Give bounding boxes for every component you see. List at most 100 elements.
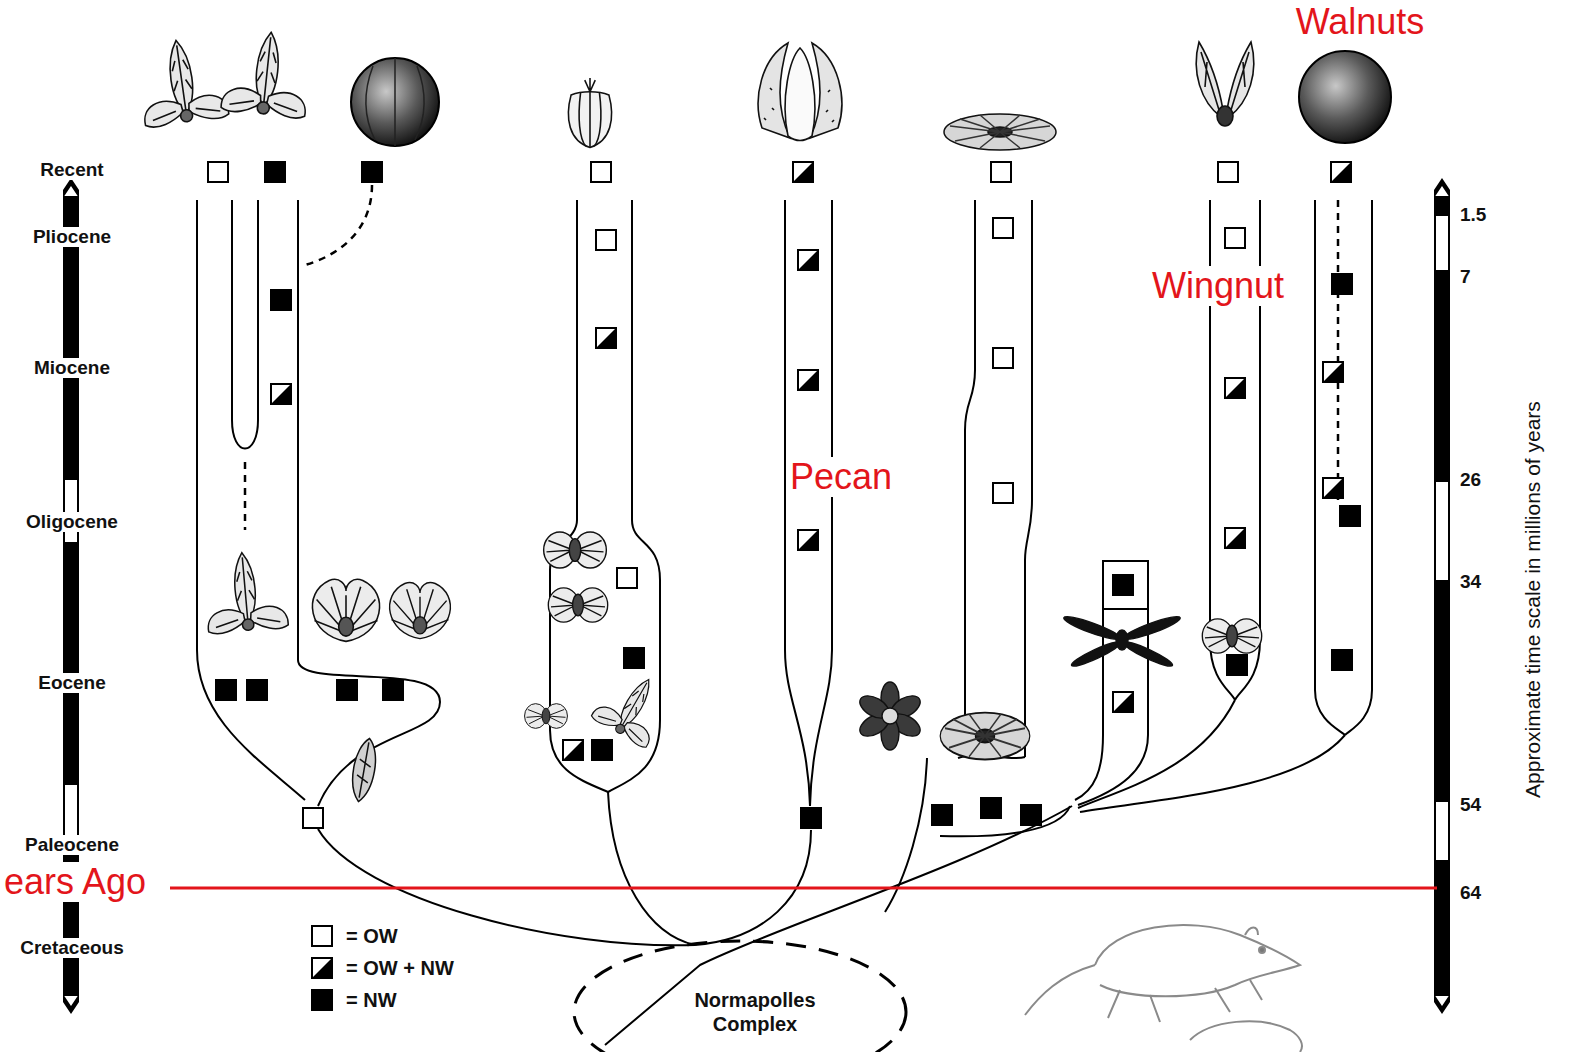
legend-swatch xyxy=(311,989,333,1011)
occurrence-square-part xyxy=(1113,575,1133,595)
uncertain-lineage-part xyxy=(244,462,247,530)
legend-swatch xyxy=(311,925,333,947)
occurrence-square-part xyxy=(1332,274,1352,294)
epoch-label-holder: Paleocene xyxy=(23,835,121,856)
occurrence-square-part xyxy=(991,162,1011,182)
tree-branch-part xyxy=(940,806,1070,836)
time-marker-label: ears Ago xyxy=(4,862,146,902)
group-label: Pecan xyxy=(790,457,892,497)
uncertain-lineage-part xyxy=(305,185,372,265)
legend-row: = NW xyxy=(311,989,397,1012)
occurrence-square-part xyxy=(932,805,952,825)
occurrence-square-part xyxy=(1225,528,1245,548)
time-marker-label-holder: ears Ago xyxy=(2,862,148,902)
axis-title: Approximate time scale in millions of ye… xyxy=(1520,402,1543,799)
tree-branch-part xyxy=(810,200,832,806)
fruit-drawing-part xyxy=(1062,613,1182,669)
occurrence-square-part xyxy=(798,530,818,550)
age-number-holder: 34 xyxy=(1460,572,1481,593)
fruit-drawing-part xyxy=(134,35,229,129)
fruit-drawing-part xyxy=(390,582,451,638)
swatch-half xyxy=(312,958,332,978)
time-scale-bar-part xyxy=(1436,802,1448,860)
occurrence-square-part xyxy=(591,162,611,182)
occurrence-square-part xyxy=(798,250,818,270)
group-label: Walnuts xyxy=(1296,2,1425,42)
epoch-label-holder: Recent xyxy=(38,160,105,181)
fruit-drawing-part xyxy=(544,532,607,568)
fruit-drawing-part xyxy=(525,704,568,729)
occurrence-square-part xyxy=(793,162,813,182)
occurrence-square-part xyxy=(563,740,583,760)
epoch-label: Paleocene xyxy=(25,835,119,856)
occurrence-square xyxy=(208,162,1360,828)
legend-row: = OW xyxy=(311,925,398,948)
fruit-drawing-part xyxy=(351,58,439,146)
occurrence-square-part xyxy=(993,218,1013,238)
occurrence-square-part xyxy=(592,740,612,760)
shrew-sketch-part xyxy=(1108,980,1262,1022)
occurrence-square-part xyxy=(993,348,1013,368)
fruit-drawing-part xyxy=(548,588,607,622)
epoch-label: Pliocene xyxy=(33,227,111,248)
epoch-label-holder: Oligocene xyxy=(24,512,120,533)
fruit-drawing-part xyxy=(1299,51,1391,143)
epoch-label: Miocene xyxy=(34,358,110,379)
occurrence-square-part xyxy=(303,808,323,828)
epoch-label: Recent xyxy=(40,160,103,181)
axis-title-holder: Approximate time scale in millions of ye… xyxy=(1520,402,1543,799)
occurrence-square-part xyxy=(596,328,616,348)
shrew-sketch xyxy=(1025,925,1302,1052)
fruit-drawing-part xyxy=(940,713,1030,760)
tree-branch-part xyxy=(785,200,810,806)
fruit-drawing-part xyxy=(202,549,289,634)
occurrence-square-part xyxy=(1340,506,1360,526)
uncertain-lineage xyxy=(245,185,1338,530)
age-number: 34 xyxy=(1460,572,1481,593)
epoch-label-holder: Miocene xyxy=(32,358,112,379)
tree-branch-part xyxy=(197,200,305,800)
tree-branch-part xyxy=(1075,610,1103,800)
shrew-sketch-part xyxy=(1259,947,1265,953)
occurrence-square-part xyxy=(271,290,291,310)
occurrence-square-part xyxy=(981,798,1001,818)
node-label: Normapolles Complex xyxy=(685,988,825,1036)
tree-branch-part xyxy=(1103,561,1148,609)
tree-branch-part xyxy=(965,200,975,757)
occurrence-square-part xyxy=(1021,805,1041,825)
epoch-label: Eocene xyxy=(38,673,106,694)
legend-text: = OW + NW xyxy=(346,957,454,980)
epoch-label: Oligocene xyxy=(26,512,118,533)
legend-row: = OW + NW xyxy=(311,957,454,980)
legend-half-swatch xyxy=(311,957,333,979)
occurrence-square-part xyxy=(1225,228,1245,248)
tree-branch-part xyxy=(550,200,608,792)
normapolles-ellipse: Normapolles Complex xyxy=(570,935,910,1052)
age-number: 26 xyxy=(1460,470,1481,491)
epoch-label-holder: Eocene xyxy=(36,673,108,694)
shrew-sketch-part xyxy=(1025,965,1095,1015)
tree-branch-part xyxy=(298,200,440,806)
group-label-holder: Pecan xyxy=(788,457,894,497)
occurrence-square-part xyxy=(1323,362,1343,382)
occurrence-square-part xyxy=(1227,655,1247,675)
shrew-sketch-part xyxy=(1245,928,1258,936)
epoch-label: Cretaceous xyxy=(20,938,124,959)
occurrence-square-part xyxy=(1225,378,1245,398)
age-number-holder: 7 xyxy=(1460,267,1471,288)
age-number-holder: 26 xyxy=(1460,470,1481,491)
occurrence-square-part xyxy=(247,680,267,700)
time-scale-bar-part xyxy=(1436,216,1448,270)
legend-text: = NW xyxy=(346,989,397,1012)
tree-branch-part xyxy=(1025,200,1032,757)
legend-text: = OW xyxy=(346,925,398,948)
occurrence-square-part xyxy=(801,808,821,828)
fruit-drawing-part xyxy=(590,664,676,749)
age-number: 54 xyxy=(1460,795,1481,816)
age-number-holder: 64 xyxy=(1460,883,1481,904)
fruit-drawing-part xyxy=(1202,619,1261,653)
occurrence-square-part xyxy=(216,680,236,700)
time-scale-bar-part xyxy=(1434,178,1450,198)
